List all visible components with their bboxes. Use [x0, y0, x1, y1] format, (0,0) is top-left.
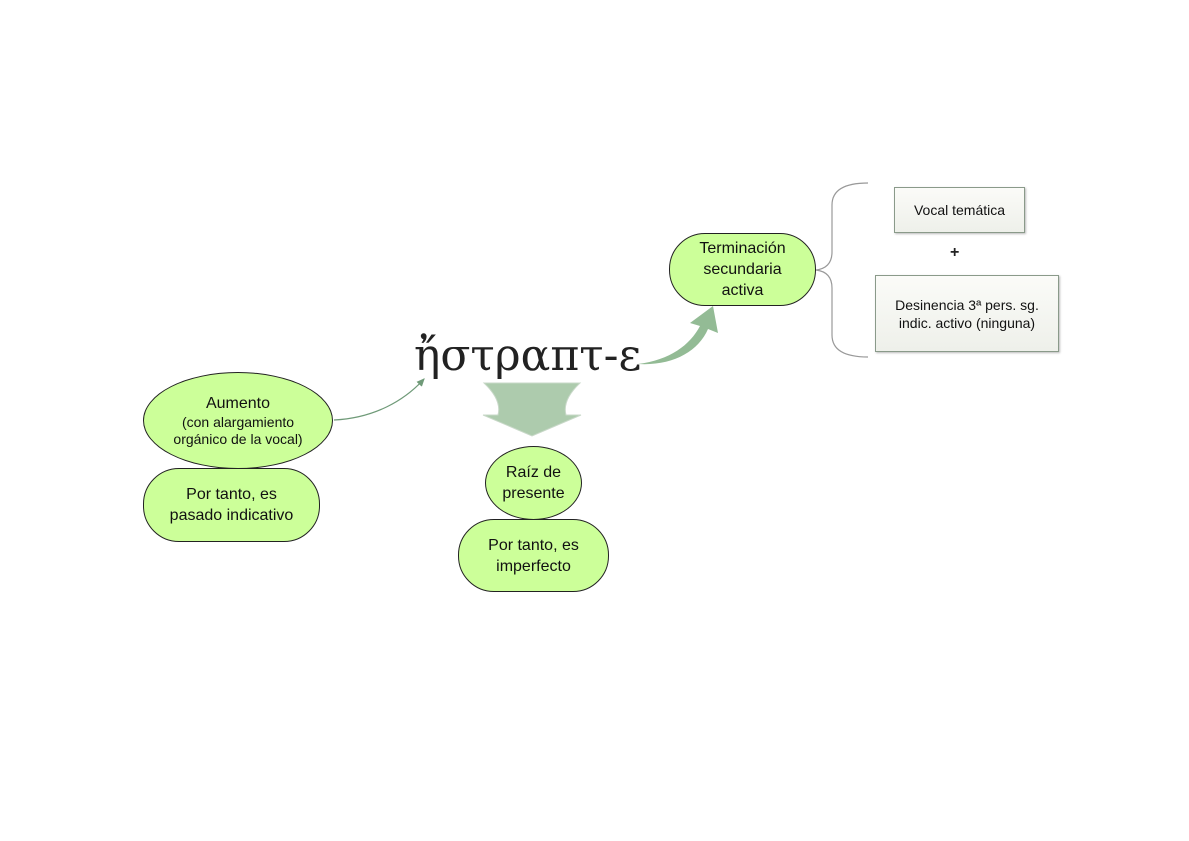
- aumento-subtitle: (con alargamiento orgánico de la vocal): [173, 414, 303, 447]
- thin-arrow: [333, 378, 425, 421]
- desinencia-box: Desinencia 3ª pers. sg. indic. activo (n…: [875, 275, 1059, 352]
- raiz-node: Raíz de presente: [485, 446, 582, 520]
- imperfecto-node: Por tanto, es imperfecto: [458, 519, 609, 592]
- desinencia-label: Desinencia 3ª pers. sg. indic. activo (n…: [895, 296, 1039, 331]
- vocal-label: Vocal temática: [913, 202, 1006, 218]
- terminacion-node: Terminación secundaria activa: [669, 233, 816, 306]
- aumento-node: Aumento (con alargamiento orgánico de la…: [143, 372, 333, 469]
- down-arrow: [482, 382, 582, 437]
- terminacion-label: Terminación secundaria activa: [699, 240, 786, 299]
- curved-arrow: [638, 306, 718, 365]
- pasado-node: Por tanto, es pasado indicativo: [143, 468, 320, 542]
- brace: [815, 182, 869, 358]
- greek-word: ἤστραπτ-ε: [414, 330, 642, 381]
- plus-sign: +: [950, 244, 960, 261]
- pasado-label: Por tanto, es pasado indicativo: [169, 486, 294, 524]
- imperfecto-label: Por tanto, es imperfecto: [488, 536, 579, 575]
- aumento-title: Aumento: [205, 395, 271, 412]
- raiz-label: Raíz de presente: [502, 464, 565, 502]
- vocal-tematica-box: Vocal temática: [894, 187, 1025, 233]
